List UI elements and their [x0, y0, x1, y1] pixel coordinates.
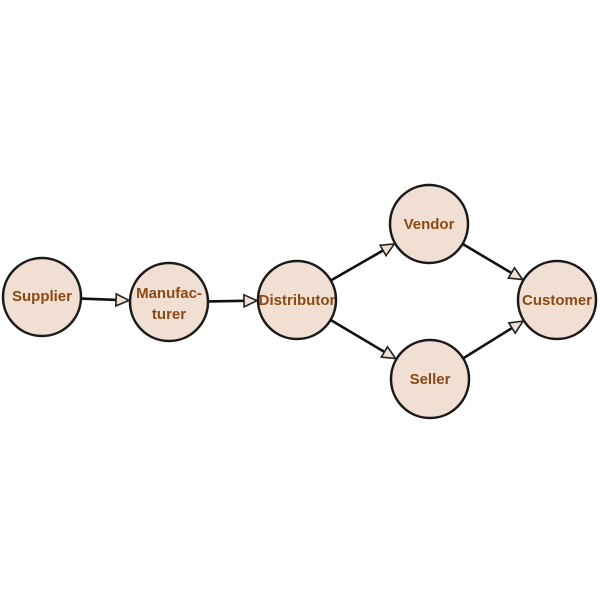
node-vendor-label: Vendor: [404, 216, 455, 233]
edges-layer: [80, 242, 525, 360]
node-distributor-label: Distributor: [259, 292, 336, 309]
edge-line: [462, 326, 514, 360]
node-vendor: Vendor: [388, 183, 470, 265]
arrow-head-icon: [243, 293, 259, 309]
arrow-head-icon: [507, 320, 525, 335]
node-seller-label: Seller: [410, 371, 451, 388]
node-seller-circle: [389, 338, 471, 420]
arrow-head-icon: [507, 266, 525, 281]
node-customer-label: Customer: [522, 292, 592, 309]
edge-line: [461, 242, 513, 275]
edge-line: [80, 297, 118, 302]
arrow-head-icon: [114, 292, 131, 308]
node-manufacturer-label-line1: Manufac-: [136, 285, 202, 302]
edge-vendor-to-customer: [461, 242, 525, 281]
node-manufacturer: Manufac- turer: [128, 261, 210, 343]
node-manufacturer-circle: [128, 261, 210, 343]
node-distributor-circle: [256, 259, 338, 341]
edge-seller-to-customer: [462, 320, 525, 360]
node-manufacturer-label-line2: turer: [152, 306, 186, 323]
edge-distributor-to-seller: [329, 318, 398, 360]
node-vendor-circle: [388, 183, 470, 265]
edge-line: [207, 299, 246, 303]
edge-supplier-to-manufacturer: [80, 292, 131, 308]
node-supplier-label: Supplier: [12, 288, 72, 305]
node-seller: Seller: [389, 338, 471, 420]
edge-distributor-to-vendor: [330, 243, 396, 282]
arrow-head-icon: [380, 345, 398, 360]
arrow-head-icon: [378, 243, 396, 258]
edge-manufacturer-to-distributor: [207, 293, 259, 309]
node-supplier: Supplier: [1, 256, 83, 338]
node-customer: Customer: [516, 259, 598, 341]
edge-line: [330, 248, 385, 282]
node-distributor: Distributor: [256, 259, 338, 341]
node-customer-circle: [516, 259, 598, 341]
edge-line: [329, 318, 386, 354]
node-supplier-circle: [1, 256, 83, 338]
